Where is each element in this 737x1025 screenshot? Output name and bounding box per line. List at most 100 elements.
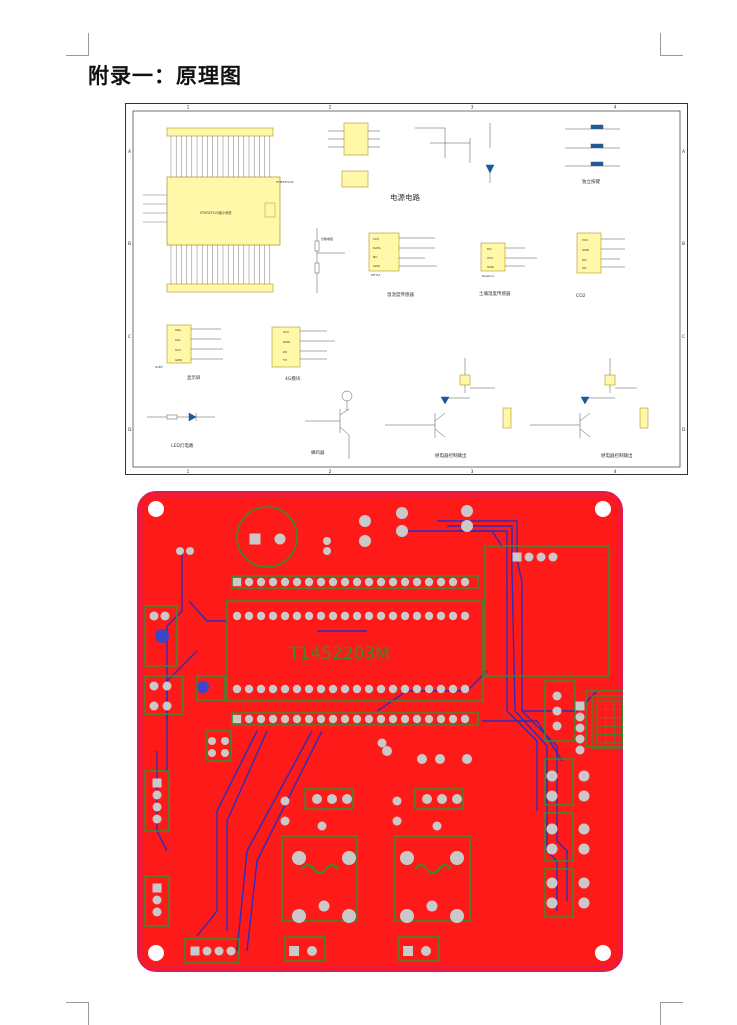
capacitor-blue-2 xyxy=(197,681,209,693)
pcb-pad xyxy=(460,684,470,694)
pcb-pad xyxy=(396,507,408,519)
pcb-pad xyxy=(546,790,558,802)
pcb-pad xyxy=(424,714,434,724)
row-label-c-right: C xyxy=(682,334,685,340)
sensor-grid xyxy=(596,700,623,744)
pcb-pad xyxy=(364,577,374,587)
pcb-pad xyxy=(342,909,356,923)
pcb-pad xyxy=(352,714,362,724)
pcb-pad xyxy=(186,547,194,555)
svg-text:GND: GND xyxy=(175,358,183,362)
co2-label: CO2 xyxy=(576,293,586,299)
pcb-pad xyxy=(152,907,162,917)
row-label-b-right: B xyxy=(682,241,685,247)
pcb-pad xyxy=(412,577,422,587)
pcb-pad xyxy=(340,684,350,694)
row-label-a-right: A xyxy=(682,149,686,155)
svg-text:VCC: VCC xyxy=(175,348,181,352)
column-label-3: 3 xyxy=(471,105,474,111)
pcb-pad xyxy=(364,714,374,724)
pcb-pad xyxy=(462,754,472,764)
pcb-pad xyxy=(578,770,590,782)
pcb-pad xyxy=(292,684,302,694)
buttons-block xyxy=(565,124,620,167)
crop-mark-bottom-left xyxy=(66,1002,89,1025)
pcb-pad xyxy=(152,883,162,893)
relay-ctrl-1-label: 继电器控制输出 xyxy=(435,452,467,459)
oled-part: OLED xyxy=(155,365,163,369)
buttons-label: 独立按键 xyxy=(582,178,600,185)
power-circuit xyxy=(328,122,495,188)
mounting-hole-tl xyxy=(148,501,164,517)
pcb-pad xyxy=(152,895,162,905)
pcb-pad xyxy=(304,577,314,587)
pcb-pad xyxy=(152,778,162,788)
svg-text:DO: DO xyxy=(582,258,587,262)
pcb-pad xyxy=(578,843,590,855)
pcb-layout: T1452203M xyxy=(137,491,623,972)
mcu-module-title: STM32F103最小系统 xyxy=(200,210,232,215)
pcb-pad xyxy=(450,851,464,865)
pcb-pad xyxy=(578,823,590,835)
pcb-pad xyxy=(312,794,322,804)
pcb-pad xyxy=(460,611,470,621)
column-label-2: 2 xyxy=(329,105,332,111)
pcb-pad xyxy=(292,851,306,865)
pcb-pad xyxy=(359,535,371,547)
pcb-pads xyxy=(149,505,590,956)
pcb-pad xyxy=(364,684,374,694)
pcb-pad xyxy=(546,877,558,889)
module-4g-label: 4G模块 xyxy=(285,375,301,382)
pcb-pad xyxy=(232,684,242,694)
pcb-pad xyxy=(421,946,431,956)
pcb-pad xyxy=(552,706,562,716)
pcb-pad xyxy=(552,691,562,701)
pcb-pad xyxy=(289,946,299,956)
pcb-pad xyxy=(578,897,590,909)
pcb-pad xyxy=(400,611,410,621)
pcb-pad xyxy=(352,611,362,621)
pcb-pad xyxy=(328,684,338,694)
pcb-pad xyxy=(304,684,314,694)
pcb-pad xyxy=(280,714,290,724)
pcb-pad xyxy=(152,802,162,812)
pcb-pad xyxy=(340,611,350,621)
pcb-pad xyxy=(208,749,216,757)
pcb-pad xyxy=(280,577,290,587)
pcb-pad xyxy=(162,701,172,711)
pcb-pad xyxy=(575,723,585,733)
page-heading: 附录一：原理图 xyxy=(88,64,242,88)
pcb-pad xyxy=(280,816,290,826)
pcb-pad xyxy=(268,714,278,724)
pcb-pad xyxy=(422,794,432,804)
pcb-pad xyxy=(176,547,184,555)
mcu-module: STM32F103最小系统 STM32F103 xyxy=(143,127,294,293)
pcb-pad xyxy=(578,790,590,802)
pcb-pad xyxy=(292,611,302,621)
power-circuit-label: 电源电路 xyxy=(390,192,420,202)
pcb-pad xyxy=(400,714,410,724)
pcb-pad xyxy=(323,537,331,545)
pcb-pad xyxy=(244,714,254,724)
pcb-pad xyxy=(400,851,414,865)
pcb-pad xyxy=(396,525,408,537)
pcb-pad xyxy=(292,714,302,724)
pcb-pad xyxy=(460,577,470,587)
pcb-pad xyxy=(268,577,278,587)
mounting-hole-bl xyxy=(148,945,164,961)
pcb-pad xyxy=(400,684,410,694)
relay-circuit-2 xyxy=(530,358,649,438)
pcb-pad xyxy=(190,946,200,956)
pcb-pad xyxy=(340,714,350,724)
row-label-c: C xyxy=(128,334,131,340)
co2-sensor-footprint xyxy=(591,695,623,749)
svg-text:DATA: DATA xyxy=(373,246,382,250)
svg-text:VCC: VCC xyxy=(582,238,588,242)
pcb-pad xyxy=(448,684,458,694)
pcb-pad xyxy=(392,816,402,826)
module-4g-block: VCC GND RX TX xyxy=(271,326,335,368)
pcb-pad xyxy=(304,714,314,724)
pcb-pad xyxy=(436,714,446,724)
pcb-pad xyxy=(388,684,398,694)
pcb-pad xyxy=(536,552,546,562)
